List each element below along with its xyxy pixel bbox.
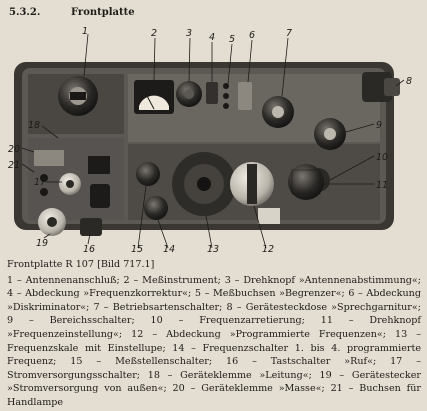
section-title: Frontplatte (71, 7, 135, 18)
callout-5: 5 (229, 34, 235, 45)
section-heading: 5.3.2. Frontplatte (9, 7, 135, 18)
callout-21: 21 (8, 160, 20, 171)
figure-reference: [Bild 717.1] (97, 259, 155, 270)
callout-12: 12 (262, 244, 274, 254)
figure-caption: Frontplatte R 107 [Bild 717.1] 1 – Anten… (7, 258, 421, 410)
callout-7: 7 (286, 28, 292, 39)
callout-19: 19 (36, 238, 48, 249)
front-panel-photo: 1 2 3 4 5 6 7 8 9 10 11 12 13 14 15 16 1… (8, 26, 412, 254)
callout-20: 20 (8, 144, 20, 155)
callout-14: 14 (163, 244, 175, 254)
callout-13: 13 (207, 244, 219, 254)
callout-15: 15 (131, 244, 143, 254)
callout-1: 1 (82, 26, 88, 37)
callout-2: 2 (151, 28, 157, 39)
callout-11: 11 (376, 180, 388, 191)
figure-title-line: Frontplatte R 107 [Bild 717.1] (7, 258, 421, 272)
callout-4: 4 (209, 32, 215, 43)
callout-9: 9 (376, 120, 382, 131)
callout-18: 18 (28, 120, 40, 131)
callout-3: 3 (186, 28, 192, 39)
callout-10: 10 (376, 152, 388, 163)
callout-17: 17 (34, 177, 46, 188)
figure-legend: 1 – Antennenanschluß; 2 – Meßinstrument;… (7, 274, 421, 408)
section-number: 5.3.2. (9, 7, 41, 18)
callout-16: 16 (83, 244, 95, 254)
callout-6: 6 (249, 30, 255, 41)
figure-title: Frontplatte R 107 (7, 259, 95, 270)
callout-8: 8 (406, 76, 412, 87)
